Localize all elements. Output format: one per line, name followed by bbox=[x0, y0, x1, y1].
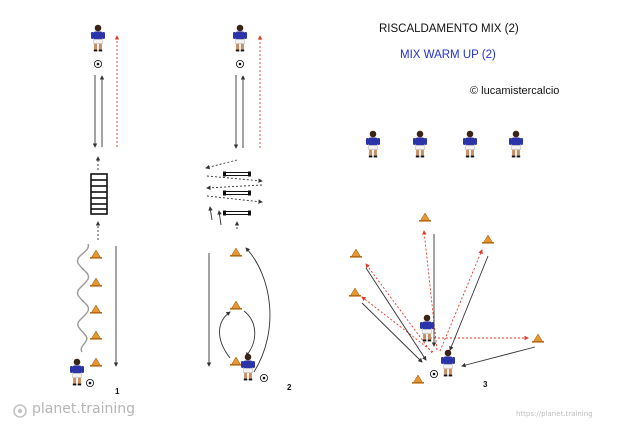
player-center-3 bbox=[419, 314, 435, 342]
curve-arrow-2a bbox=[219, 311, 231, 359]
cone-1d bbox=[89, 330, 103, 341]
title-italian: RISCALDAMENTO MIX (2) bbox=[379, 23, 519, 35]
drill-3 bbox=[348, 130, 545, 385]
player-bottom-3 bbox=[440, 349, 456, 377]
cone-3a bbox=[418, 212, 432, 223]
brand-footer: planet.training bbox=[14, 401, 135, 417]
planet-training-logo-icon bbox=[13, 404, 27, 418]
player-top-1 bbox=[90, 24, 106, 52]
copyright-text: © lucamistercalcio bbox=[470, 85, 560, 97]
brand-name: planet.training bbox=[32, 401, 136, 417]
agility-ladder bbox=[90, 173, 108, 215]
drill-2 bbox=[205, 24, 271, 383]
slalom-path-1 bbox=[76, 243, 90, 353]
cone-1b bbox=[89, 277, 103, 288]
cone-1e bbox=[89, 357, 103, 368]
pose-3 bbox=[462, 130, 478, 158]
hurdle-b bbox=[222, 190, 252, 196]
player-bottom-1 bbox=[69, 358, 85, 386]
cone-3b bbox=[481, 234, 495, 245]
drill-number-1: 1 bbox=[115, 387, 120, 396]
ball-2-top bbox=[235, 59, 245, 69]
cone-1c bbox=[89, 304, 103, 315]
curve-arrow-2c bbox=[245, 247, 271, 373]
cone-3c bbox=[349, 248, 363, 259]
cone-2a bbox=[229, 247, 243, 258]
run-arrows-3 bbox=[361, 234, 536, 368]
drill-number-2: 2 bbox=[287, 383, 292, 392]
hurdle-a bbox=[222, 171, 252, 177]
cone-3d bbox=[348, 287, 362, 298]
pose-4 bbox=[508, 130, 524, 158]
pass-arrows-3 bbox=[361, 230, 529, 354]
cone-3f bbox=[411, 374, 425, 385]
curve-arrow-2b bbox=[243, 310, 256, 357]
cone-1a bbox=[89, 249, 103, 260]
cone-2c bbox=[229, 356, 243, 367]
hurdle-c bbox=[222, 210, 252, 216]
player-top-2 bbox=[232, 24, 248, 52]
ball-1-bottom bbox=[85, 378, 95, 388]
ball-1-top bbox=[93, 59, 103, 69]
pose-2 bbox=[412, 130, 428, 158]
cone-3e bbox=[531, 333, 545, 344]
ball-2-bottom bbox=[259, 373, 269, 383]
player-bottom-2 bbox=[240, 353, 256, 381]
drill-number-3: 3 bbox=[483, 380, 488, 389]
hurdle-zigzag-arrows bbox=[205, 159, 263, 229]
drill-1 bbox=[69, 24, 120, 388]
title-english: MIX WARM UP (2) bbox=[400, 49, 496, 61]
cone-2b bbox=[229, 300, 243, 311]
side-step-arrows bbox=[208, 206, 222, 226]
ball-3 bbox=[429, 369, 439, 379]
pose-1 bbox=[365, 130, 381, 158]
footer-url[interactable]: https://planet.training bbox=[516, 410, 593, 418]
